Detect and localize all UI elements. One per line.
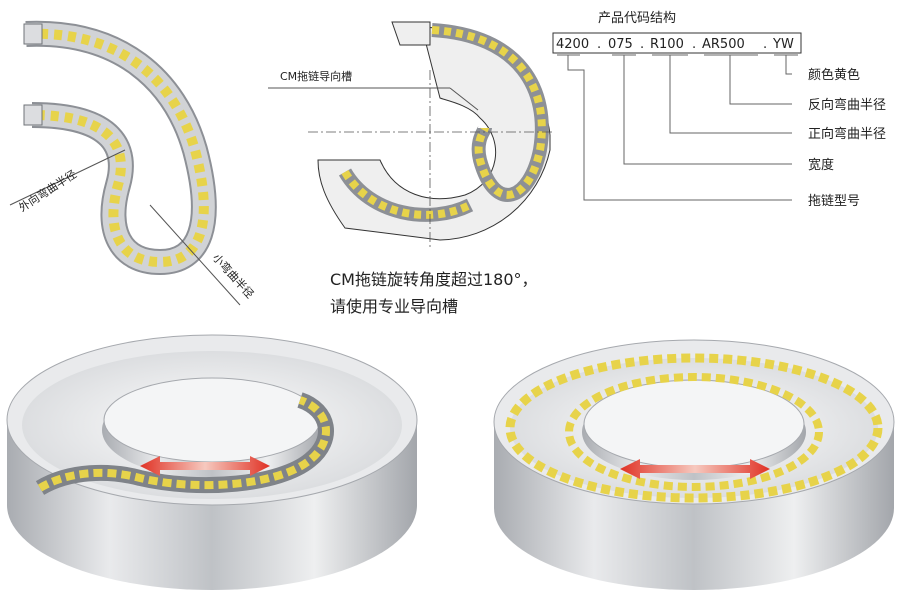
inner-drum-top-r bbox=[583, 379, 805, 469]
code-segment-2: 075 bbox=[608, 37, 633, 52]
code-desc-width: 宽度 bbox=[808, 157, 834, 173]
guide-chain-lower-links bbox=[341, 169, 472, 219]
code-bracket-lines bbox=[557, 54, 798, 201]
rotary-channel-left bbox=[6, 334, 418, 590]
rotary-channel-right bbox=[493, 339, 895, 590]
s-chain-illustration: 外向弯曲半径 小弯曲半径 bbox=[9, 20, 257, 306]
code-desc-reverse-radius: 反向弯曲半径 bbox=[808, 97, 886, 113]
inner-drum-top bbox=[103, 377, 321, 463]
guide-label: CM拖链导向槽 bbox=[280, 69, 352, 83]
code-desc-chain-model: 拖链型号 bbox=[808, 194, 860, 209]
code-desc-forward-radius: 正向弯曲半径 bbox=[808, 126, 886, 142]
chain-end-bracket-bottom bbox=[23, 104, 43, 126]
outer-chain-r bbox=[505, 353, 883, 503]
guide-chain-links bbox=[431, 26, 546, 199]
inner-radius-label: 小弯曲半径 bbox=[210, 251, 257, 301]
code-segment-4: AR500 bbox=[702, 37, 745, 52]
code-segment-3: R100 bbox=[650, 37, 684, 52]
left-chain-links bbox=[37, 396, 330, 492]
code-segment-1: 4200 bbox=[556, 37, 589, 52]
outer-radius-label: 外向弯曲半径 bbox=[16, 167, 79, 215]
inner-chain-r bbox=[565, 373, 823, 491]
chain-links bbox=[25, 28, 209, 268]
code-dot-3: . bbox=[692, 37, 696, 52]
note-line-1: CM拖链旋转角度超过180°， bbox=[330, 270, 538, 289]
outer-radius-leader bbox=[9, 149, 126, 206]
note-line-2: 请使用专业导向槽 bbox=[330, 297, 458, 316]
chain-end-bracket-top bbox=[23, 23, 43, 45]
rotation-arrow-right bbox=[620, 459, 770, 479]
guide-channel-illustration: CM拖链导向槽 CM拖链旋转角度超过180°， 请使用专业导向槽 bbox=[268, 21, 555, 316]
inner-radius-leader bbox=[149, 204, 241, 306]
code-dot-1: . bbox=[597, 37, 601, 52]
code-box bbox=[552, 32, 802, 54]
code-desc-color: 颜色黄色 bbox=[808, 67, 860, 83]
code-title: 产品代码结构 bbox=[598, 11, 676, 26]
code-dot-2: . bbox=[640, 37, 644, 52]
code-dot-4: . bbox=[763, 37, 767, 52]
guide-label-leader-tip bbox=[449, 87, 479, 111]
guide-channel-entry bbox=[391, 21, 431, 46]
code-segment-5: YW bbox=[772, 37, 794, 52]
product-code-structure: 产品代码结构 4200 . 075 . R100 . AR500 . YW 颜色… bbox=[552, 11, 886, 209]
rotation-arrow-left bbox=[140, 456, 270, 476]
